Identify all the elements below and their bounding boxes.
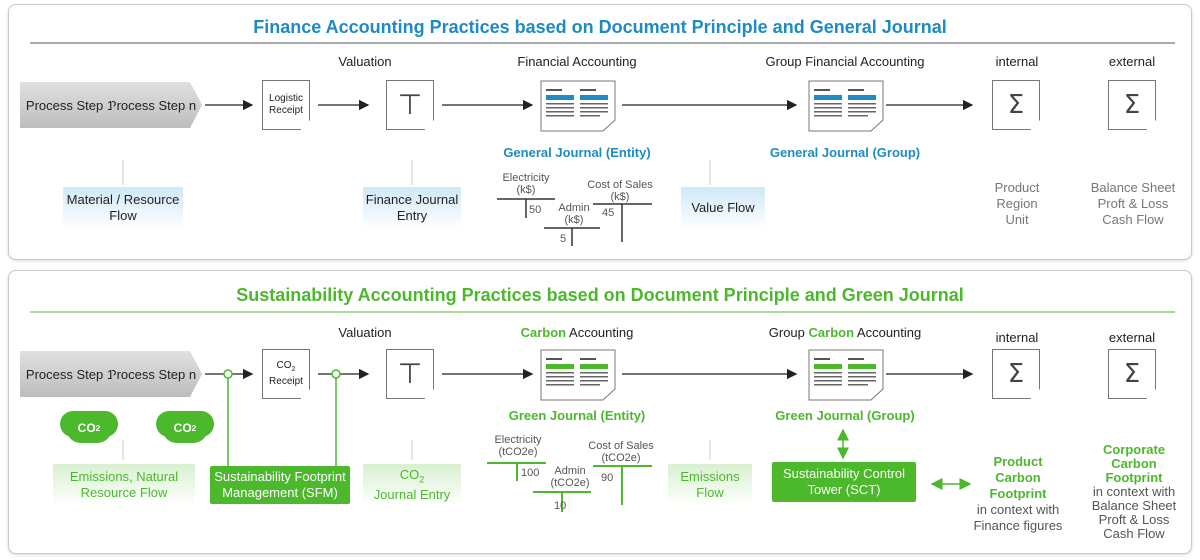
product-carbon-footprint: Product Carbon Footprint in context with…	[966, 454, 1070, 534]
sigma-icon: Σ	[1108, 80, 1156, 130]
t-account-label: Admin (tCO2e)	[550, 465, 590, 489]
process-step-n: Process Step n	[102, 351, 202, 397]
corporate-context-1: in context with	[1092, 484, 1176, 499]
sustainability-title: Sustainability Accounting Practices base…	[236, 285, 964, 305]
corporate-carbon-footprint: Corporate Carbon Footprint in context wi…	[1083, 443, 1185, 541]
logistic-receipt-doc: Logistic Receipt	[262, 80, 310, 130]
t-account-label: Cost of Sales (k$)	[587, 179, 653, 203]
sigma-icon: Σ	[1108, 349, 1156, 399]
financial-accounting-header: Financial Accounting	[517, 54, 637, 69]
external-reports: Balance Sheet Proft & Loss Cash Flow	[1083, 180, 1183, 228]
t-account-value: 10	[554, 500, 567, 512]
internal-header: internal	[995, 330, 1039, 345]
journal-doc-icon	[540, 80, 616, 132]
report-cash-flow: Cash Flow	[1102, 212, 1164, 227]
emissions-flow: Emissions Flow	[668, 464, 752, 506]
emissions-natural-resource-flow: Emissions, Natural Resource Flow	[53, 464, 195, 506]
dimension-region: Region	[996, 196, 1038, 211]
finance-panel	[8, 4, 1192, 260]
t-account-value: 5	[560, 233, 567, 245]
sustainability-panel	[8, 270, 1192, 554]
corporate-context-3: Proft & Loss	[1098, 512, 1170, 527]
group-word: Group	[768, 325, 805, 340]
group-carbon-accounting-header: Group Carbon Accounting	[750, 325, 940, 340]
journal-doc-icon	[808, 80, 884, 132]
group-financial-accounting-header: Group Financial Accounting	[765, 54, 925, 69]
accounting-word: Accounting	[856, 325, 922, 340]
t-account-value: 50	[529, 204, 542, 216]
corporate-context-2: Balance Sheet	[1091, 498, 1177, 513]
internal-dimensions: Product Region Unit	[975, 180, 1059, 228]
finance-journal-entry: Finance Journal Entry	[363, 187, 461, 229]
process-step-1: Process Step 1	[20, 82, 120, 128]
valuation-header: Valuation	[338, 54, 392, 69]
dimension-product: Product	[994, 180, 1040, 195]
valuation-header: Valuation	[338, 325, 392, 340]
external-header: external	[1108, 330, 1156, 345]
t-account-label: Admin (k$)	[558, 202, 590, 226]
process-step-1: Process Step 1	[20, 351, 120, 397]
t-account-icon: ⊤	[386, 80, 434, 130]
accounting-word: Accounting	[569, 325, 634, 340]
t-account-label: Electricity (k$)	[502, 172, 550, 196]
general-journal-entity: General Journal (Entity)	[503, 145, 651, 160]
sct-box: Sustainability Control Tower (SCT)	[772, 462, 916, 502]
t-account-value: 90	[601, 472, 614, 484]
carbon-word: Carbon	[808, 325, 855, 340]
dimension-unit: Unit	[1005, 212, 1029, 227]
t-account-label: Electricity (tCO2e)	[494, 434, 542, 458]
journal-entry-label: Journal Entry	[373, 487, 451, 503]
sigma-icon: Σ	[992, 349, 1040, 399]
green-journal-group: Green Journal (Group)	[775, 408, 915, 423]
t-account-icon	[487, 462, 652, 512]
internal-header: internal	[995, 54, 1039, 69]
receipt-label: Receipt	[269, 376, 303, 387]
external-header: external	[1108, 54, 1156, 69]
corporate-footprint-title: Corporate Carbon Footprint	[1102, 442, 1166, 485]
t-account-icon	[497, 198, 652, 246]
t-account-icon: ⊤	[386, 349, 434, 399]
t-account-value: 45	[602, 207, 615, 219]
sfm-box: Sustainability Footprint Management (SFM…	[210, 466, 350, 504]
finance-title: Finance Accounting Practices based on Do…	[253, 17, 947, 37]
report-profit-loss: Proft & Loss	[1097, 196, 1169, 211]
t-account-value: 100	[521, 467, 540, 479]
general-journal-group: General Journal (Group)	[769, 145, 921, 160]
process-step-n: Process Step n	[102, 82, 202, 128]
product-footprint-context: in context with Finance figures	[973, 502, 1063, 533]
value-flow: Value Flow	[681, 187, 765, 229]
t-account-label: Cost of Sales (tCO2e)	[588, 440, 654, 464]
corporate-context-4: Cash Flow	[1103, 526, 1165, 541]
carbon-accounting-header: Carbon Accounting	[490, 325, 664, 340]
report-balance-sheet: Balance Sheet	[1090, 180, 1176, 195]
journal-doc-icon	[540, 349, 616, 401]
product-footprint-title: Product Carbon Footprint	[989, 454, 1047, 501]
journal-doc-icon	[808, 349, 884, 401]
sigma-icon: Σ	[992, 80, 1040, 130]
carbon-word: Carbon	[520, 325, 567, 340]
material-resource-flow: Material / Resource Flow	[63, 187, 183, 229]
green-journal-entity: Green Journal (Entity)	[508, 408, 646, 423]
